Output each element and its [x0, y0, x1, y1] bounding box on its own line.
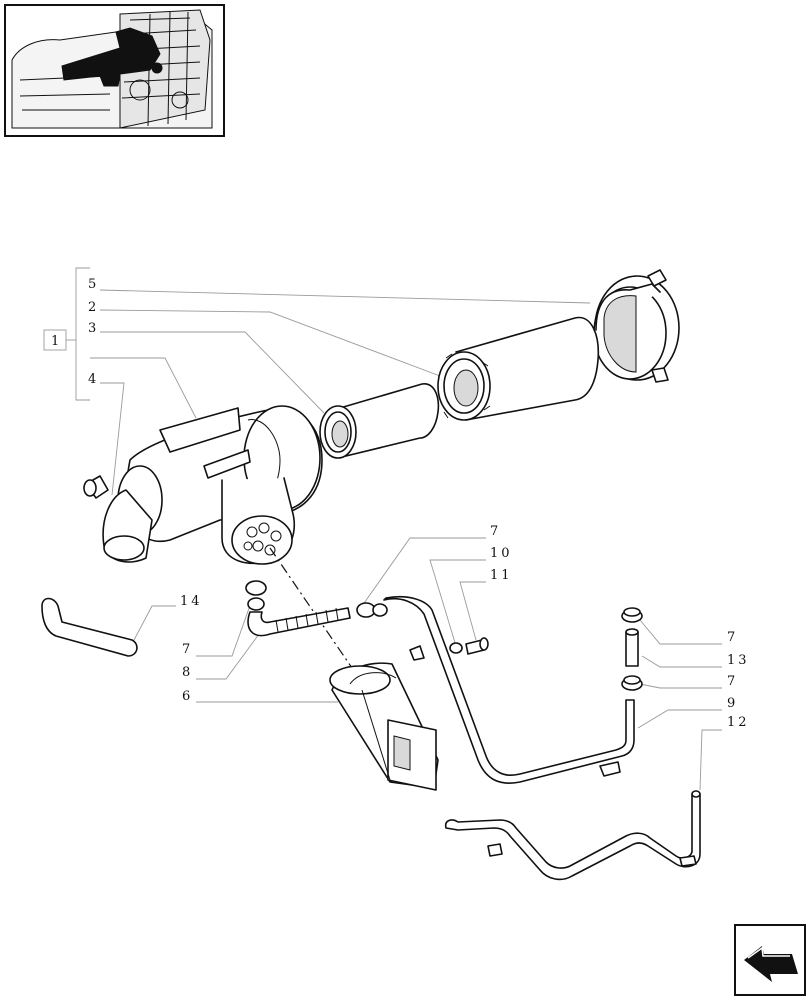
- callout-7-right-b: 7: [727, 674, 738, 689]
- callout-11: 11: [490, 568, 513, 583]
- end-cap-part-5: [593, 269, 680, 383]
- washer-part-10: [449, 642, 463, 654]
- callout-3: 3: [88, 321, 99, 336]
- callout-7-right-a: 7: [727, 630, 738, 645]
- callout-2: 2: [88, 300, 99, 315]
- clamp-part-7-left: [245, 580, 267, 611]
- pipe-part-13: [625, 628, 639, 667]
- navigation-arrow-icon[interactable]: [734, 924, 806, 996]
- clamp-part-7-right-top: [621, 607, 643, 623]
- callout-10: 10: [490, 546, 513, 561]
- callout-12: 12: [727, 715, 750, 730]
- pipe-part-9: [383, 595, 635, 784]
- assembly-centerline: [269, 547, 353, 669]
- fitting-part-4: [83, 475, 109, 499]
- pipe-part-12: [444, 790, 701, 881]
- callout-5: 5: [88, 277, 99, 292]
- callout-9: 9: [727, 696, 738, 711]
- callout-13: 13: [727, 653, 750, 668]
- callout-labels: 5 2 3 1 4 14 7 10 11 7 8 6 7 13 7 9 12: [51, 277, 750, 730]
- clamp-part-7-top: [356, 602, 388, 618]
- callout-8: 8: [182, 665, 193, 680]
- callout-4: 4: [88, 372, 99, 387]
- group-bracket: [43, 267, 90, 401]
- callout-1: 1: [51, 334, 62, 349]
- safety-element-part-3: [319, 383, 440, 459]
- callout-14: 14: [180, 594, 203, 609]
- intake-cover-part-6: [329, 662, 439, 791]
- clamp-part-7-right-bottom: [621, 675, 643, 691]
- leader-lines: [90, 289, 722, 791]
- callout-6: 6: [182, 689, 193, 704]
- filter-element-part-2: [437, 316, 600, 421]
- hose-part-14: [41, 597, 138, 657]
- corrugated-hose-part-8: [247, 607, 351, 637]
- air-filter-housing: [102, 405, 323, 565]
- callout-7-left: 7: [182, 642, 193, 657]
- locator-thumbnail: [4, 4, 225, 137]
- highlight-air-filter: [61, 27, 161, 87]
- callout-7-top: 7: [490, 524, 501, 539]
- bolt-part-11: [465, 637, 489, 655]
